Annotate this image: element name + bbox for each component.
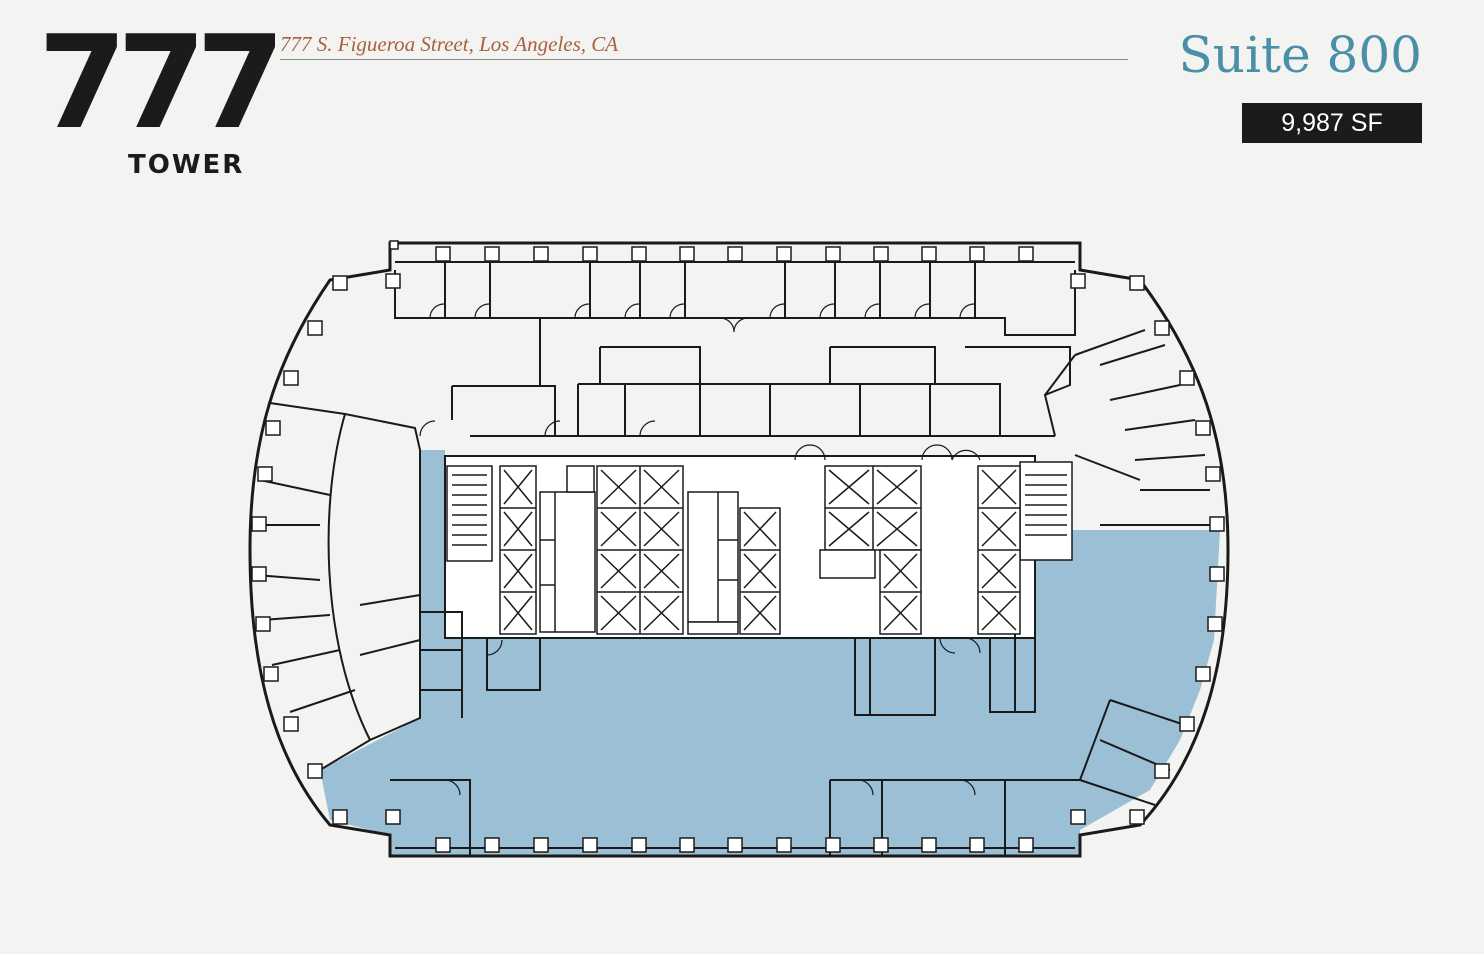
elevator-icon [499, 465, 1021, 635]
suite-area-badge: 9,987 SF [1242, 103, 1422, 143]
suite-title: Suite 800 [1178, 26, 1422, 84]
column-icon [251, 240, 1225, 853]
building-outline [248, 241, 1230, 858]
address-divider [280, 59, 1128, 60]
suite-area-text: 9,987 SF [1281, 108, 1383, 137]
restrooms [539, 465, 876, 635]
north-offices [394, 261, 1076, 385]
building-address: 777 S. Figueroa Street, Los Angeles, CA [280, 32, 619, 56]
west-offices [254, 402, 463, 771]
suite-area-highlight [320, 450, 1220, 855]
east-offices [1044, 329, 1220, 806]
central-rooms [451, 346, 1071, 437]
door-swing-icon [419, 303, 981, 796]
stair-icon [446, 461, 1073, 562]
logo-word: TOWER [128, 150, 245, 180]
logo-number: 777 [38, 9, 285, 158]
